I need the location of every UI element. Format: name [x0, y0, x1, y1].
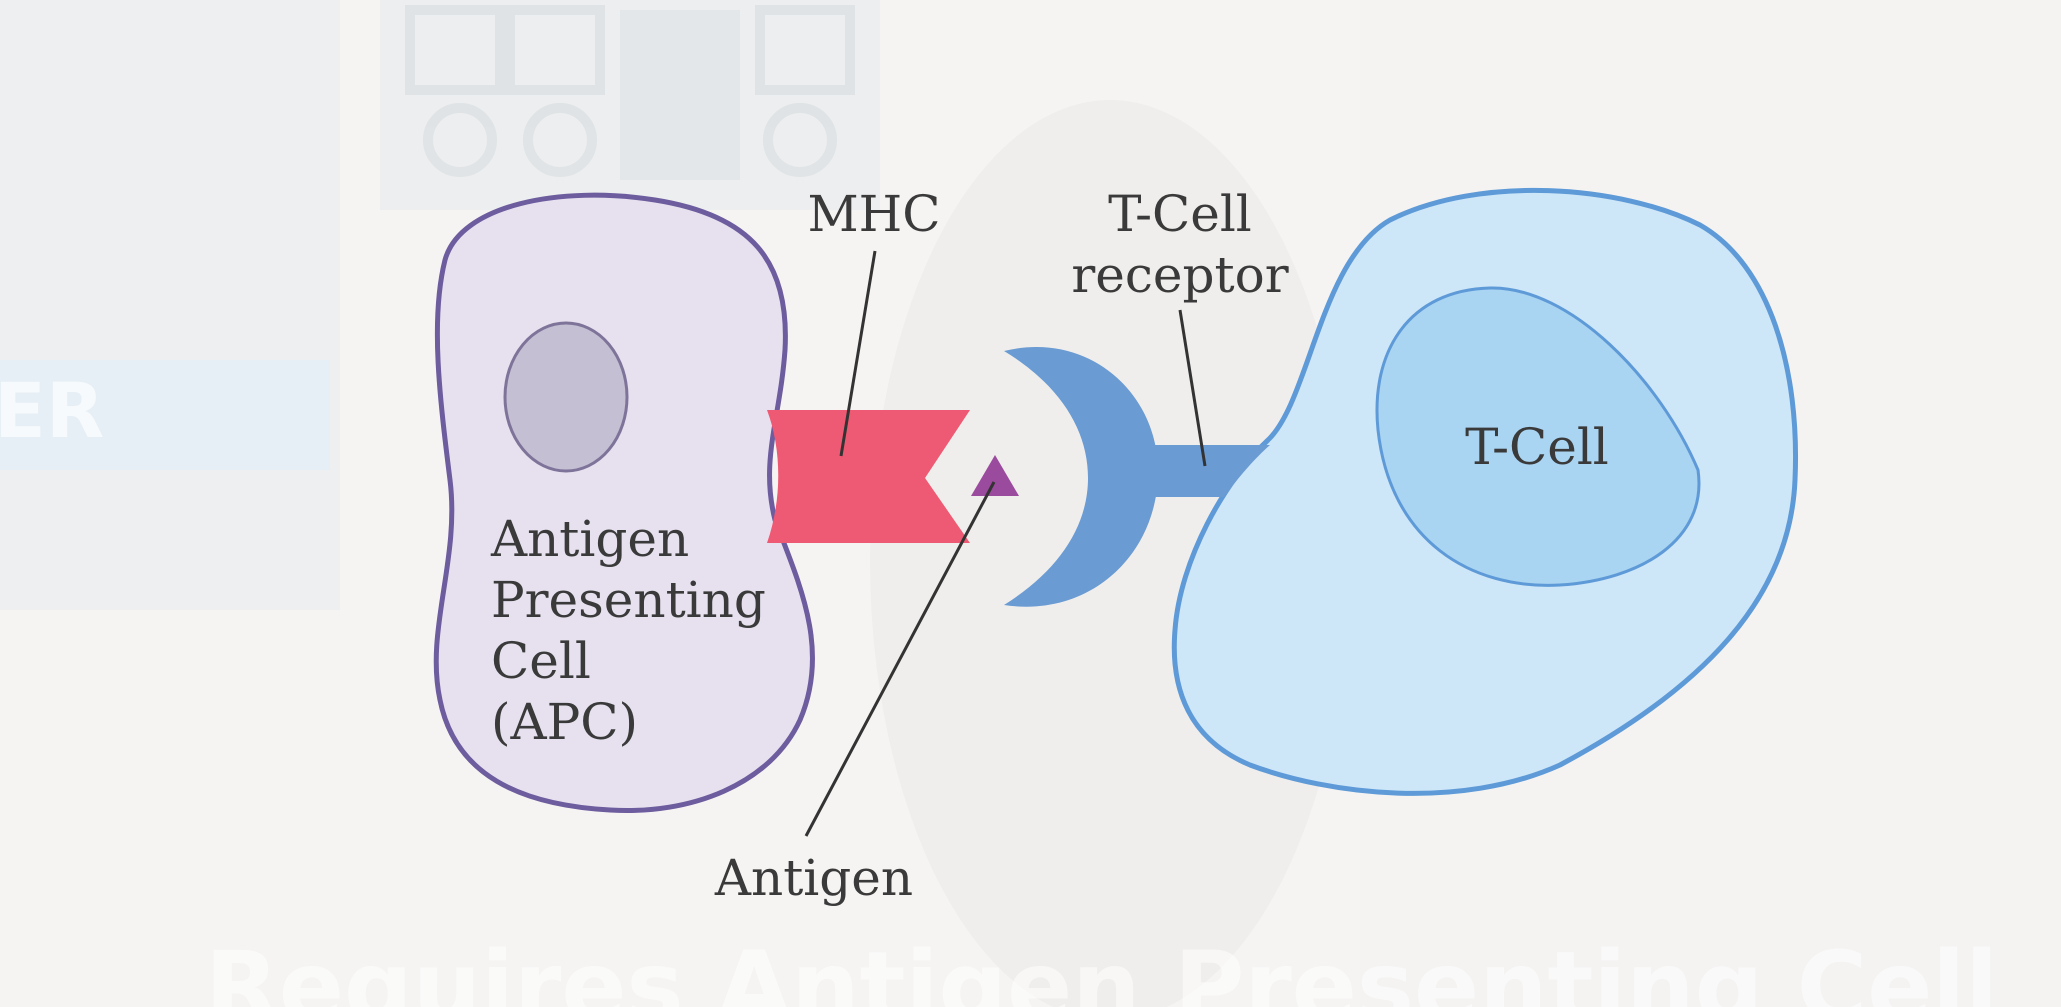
- receptor-stem: [1138, 445, 1270, 497]
- apc-label-line1: Antigen: [490, 510, 689, 568]
- apc-cell: [433, 192, 815, 814]
- antigen-label: Antigen: [714, 849, 913, 907]
- background-caption: Requires Antigen Presenting Cell: [205, 931, 1998, 1007]
- background-left-panel: [0, 0, 340, 610]
- t-cell-nucleus: [1375, 286, 1701, 587]
- antigen-triangle: [971, 455, 1019, 496]
- t-cell-receptor-label-line1: T-Cell: [1108, 185, 1252, 243]
- mhc-leader-line: [839, 250, 877, 457]
- apc-label-line3: Cell: [491, 632, 591, 690]
- leader-lines: [804, 250, 1207, 837]
- background-banner: [0, 360, 330, 470]
- receptor-leader-line: [1178, 309, 1207, 467]
- t-cell-receptor-label-line2: receptor: [1071, 246, 1288, 304]
- background-corner-text: ER: [0, 366, 104, 455]
- background-calendar: [620, 10, 740, 180]
- mhc-molecule: [767, 410, 970, 543]
- apc-label-line4: (APC): [491, 693, 638, 751]
- t-cell: [1171, 187, 1799, 796]
- apc-label-line2: Presenting: [491, 571, 766, 629]
- t-cell-receptor: [1004, 347, 1270, 607]
- mhc-label: MHC: [807, 185, 940, 243]
- background-window-grid: [405, 5, 855, 177]
- t-cell-label: T-Cell: [1465, 418, 1609, 476]
- apc-nucleus: [503, 321, 629, 473]
- antigen-leader-line: [804, 481, 996, 837]
- receptor-crescent: [1004, 347, 1159, 607]
